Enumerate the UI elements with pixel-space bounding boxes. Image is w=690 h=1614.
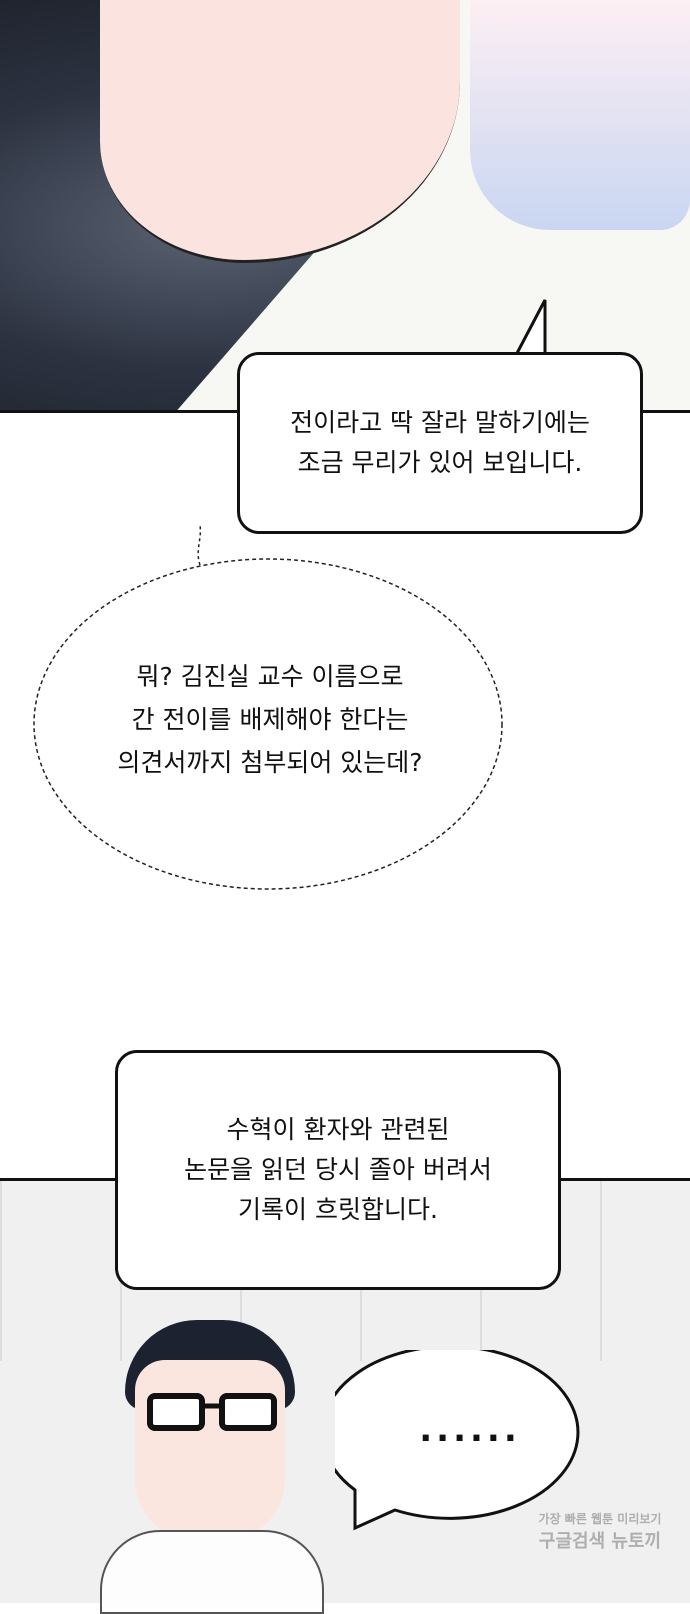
bubble-line: 전이라고 딱 잘라 말하기에는 [290, 408, 590, 437]
watermark-line: 가장 빠른 웹툰 미리보기 [538, 1512, 662, 1526]
bubble-line: 기록이 흐릿합니다. [238, 1195, 438, 1224]
bubble-line: 의견서까지 첨부되어 있는데? [117, 748, 423, 777]
speech-bubble-4: ...... [419, 1410, 521, 1450]
watermark-line: 구글검색 뉴토끼 [538, 1531, 662, 1552]
character-face [135, 1360, 285, 1540]
chibi-character-illustration [470, 0, 690, 230]
bubble-line: 뭐? 김진실 교수 이름으로 [136, 662, 404, 691]
panel-closeup [0, 0, 690, 412]
speech-bubble-3: 수혁이 환자와 관련된 논문을 읽던 당시 졸아 버려서 기록이 흐릿합니다. [115, 1050, 561, 1290]
watermark: 가장 빠른 웹툰 미리보기 구글검색 뉴토끼 [500, 1510, 690, 1553]
thought-bubble [33, 524, 503, 890]
speech-bubble-1: 전이라고 딱 잘라 말하기에는 조금 무리가 있어 보입니다. [237, 352, 643, 534]
bubble-tail [512, 299, 547, 360]
bubble-line: 논문을 읽던 당시 졸아 버려서 [184, 1155, 492, 1184]
character-shirt [100, 1530, 324, 1614]
bubble-line: 간 전이를 배제해야 한다는 [131, 705, 409, 734]
panel-divider [0, 410, 240, 413]
glasses-icon [147, 1393, 277, 1431]
bubble-line: 조금 무리가 있어 보입니다. [297, 448, 583, 477]
panel-divider [640, 410, 690, 413]
thought-text: 뭐? 김진실 교수 이름으로 간 전이를 배제해야 한다는 의견서까지 첨부되어… [40, 655, 500, 784]
speech-bubble-4-shape [335, 1350, 580, 1531]
bubble-line: 수혁이 환자와 관련된 [226, 1115, 450, 1144]
